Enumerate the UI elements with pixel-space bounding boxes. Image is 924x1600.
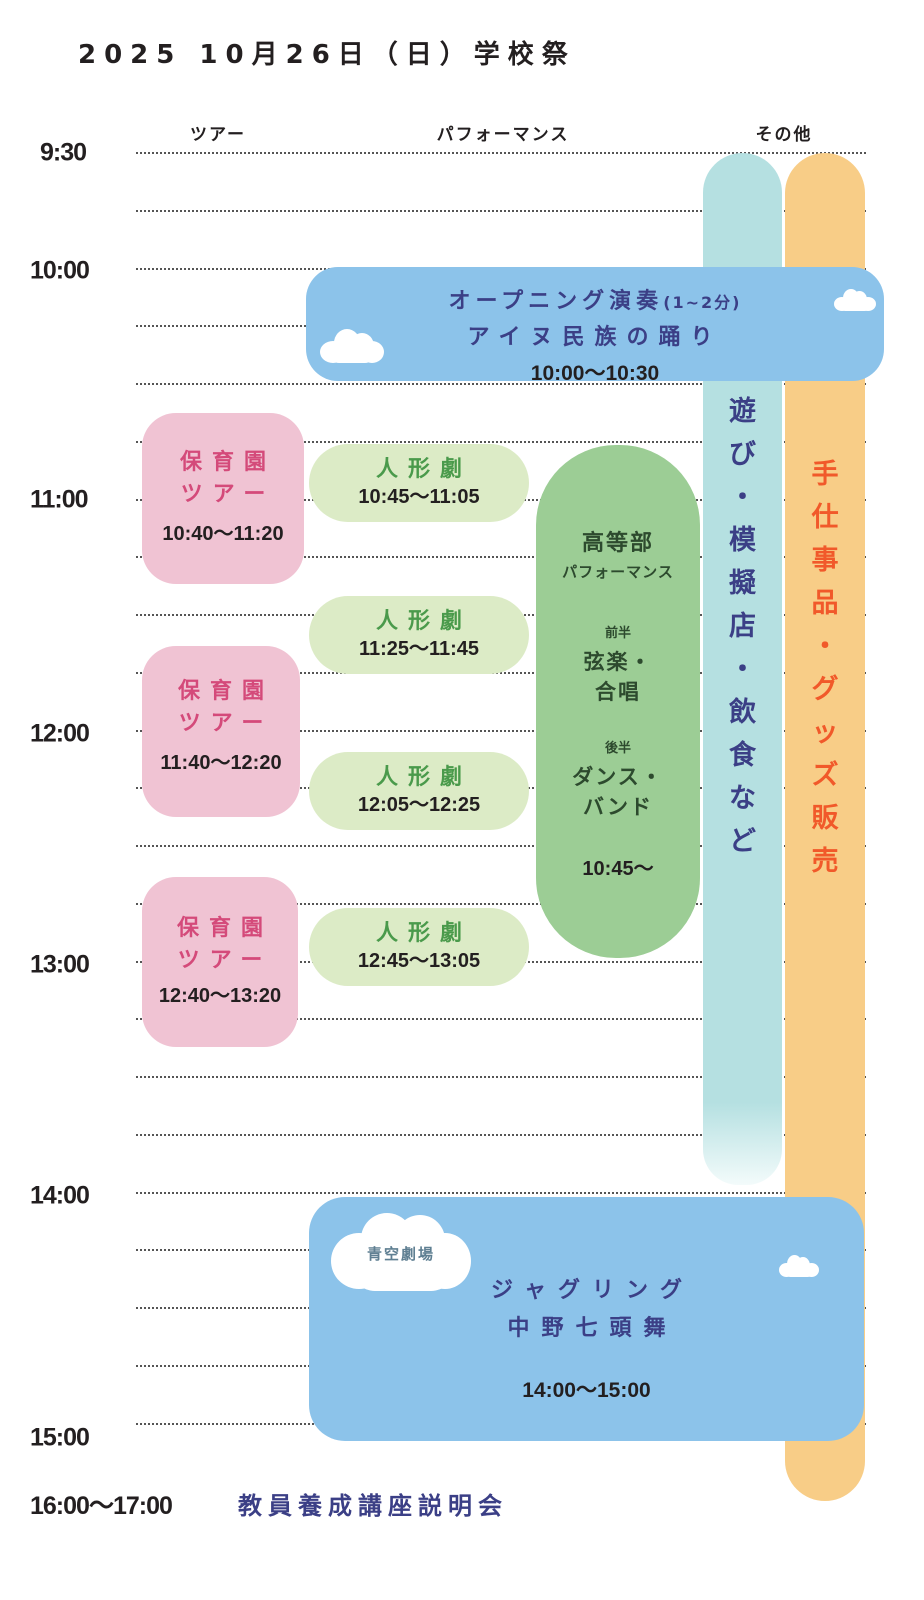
grid-line xyxy=(136,672,866,674)
puppet-show-name: 人形劇 xyxy=(375,457,472,482)
time-label-1100: 11:00 xyxy=(30,485,89,514)
label-char: 事 xyxy=(811,545,839,576)
label-char: 食 xyxy=(729,740,756,771)
first-half-label: 前半 xyxy=(604,626,631,641)
grid-line xyxy=(136,1134,866,1136)
first-half-activity-line1: 弦楽・ xyxy=(583,650,653,674)
opening-performance-block: オープニング演奏(1~2分) アイヌ民族の踊り 10:00〜10:30 xyxy=(306,267,884,385)
label-char: ・ xyxy=(729,654,756,685)
nursery-tour-block: 保育園 ツアー 10:40〜11:20 xyxy=(142,413,304,584)
grid-line xyxy=(136,730,866,732)
crafts-sale-label: 手 仕 事 品 ・ グ ッ ズ 販 売 xyxy=(785,453,865,883)
label-char: ッ xyxy=(811,717,839,748)
tour-name-line2: ツアー xyxy=(178,711,274,736)
venue-cloud: 青空劇場 xyxy=(331,1209,471,1293)
footer-time: 16:00〜17:00 xyxy=(30,1492,173,1520)
column-header-other: その他 xyxy=(755,125,813,145)
puppet-show-block: 人形劇 11:25〜11:45 xyxy=(309,596,529,674)
grid-line xyxy=(136,441,866,443)
grid-line xyxy=(136,383,866,385)
opening-title: オープニング演奏 xyxy=(448,289,664,314)
tour-time: 10:40〜11:20 xyxy=(162,523,284,545)
high-school-time: 10:45〜 xyxy=(582,858,654,880)
puppet-show-name: 人形劇 xyxy=(375,609,472,634)
label-char: 店 xyxy=(729,611,756,642)
label-char: ズ xyxy=(811,760,839,791)
label-char: ・ xyxy=(811,631,839,662)
cloud-icon xyxy=(779,1255,819,1277)
venue-name: 青空劇場 xyxy=(366,1245,435,1263)
label-char: 販 xyxy=(811,803,839,834)
column-header-performance: パフォーマンス xyxy=(436,125,570,145)
tour-name-line2: ツアー xyxy=(177,948,273,973)
nursery-tour-block: 保育園 ツアー 12:40〜13:20 xyxy=(142,877,298,1047)
tour-name-line2: ツアー xyxy=(180,482,276,507)
tour-name-line1: 保育園 xyxy=(179,450,276,475)
label-char: び xyxy=(729,439,756,470)
time-label-1300: 13:00 xyxy=(30,950,90,979)
label-char: 売 xyxy=(811,846,839,877)
time-label-1200: 12:00 xyxy=(30,719,90,748)
play-area-label: 遊 び ・ 模 擬 店 ・ 飲 食 な ど xyxy=(703,390,782,863)
label-char: 擬 xyxy=(729,568,756,599)
cloud-icon xyxy=(834,289,876,311)
label-char: な xyxy=(729,783,756,814)
grid-line xyxy=(136,1076,866,1078)
second-half-activity-line2: バンド xyxy=(582,795,654,819)
opening-note: (1~2分) xyxy=(663,293,742,312)
time-label-1500: 15:00 xyxy=(30,1423,90,1452)
tour-name-line1: 保育園 xyxy=(177,679,274,704)
grid-line xyxy=(136,152,866,154)
puppet-show-block: 人形劇 12:05〜12:25 xyxy=(309,752,529,830)
high-school-performance-block: 高等部 パフォーマンス 前半 弦楽・ 合唱 後半 ダンス・ バンド 10:45〜 xyxy=(536,445,700,958)
label-char: グ xyxy=(811,674,839,705)
tour-time: 11:40〜12:20 xyxy=(160,752,282,774)
opening-time: 10:00〜10:30 xyxy=(530,362,660,385)
time-label-0930: 9:30 xyxy=(40,138,87,167)
grid-line xyxy=(136,845,866,847)
puppet-show-time: 12:05〜12:25 xyxy=(357,794,481,816)
second-half-label: 後半 xyxy=(604,741,631,756)
high-school-title: 高等部 xyxy=(581,531,654,556)
puppet-show-name: 人形劇 xyxy=(375,921,472,946)
puppet-show-block: 人形劇 10:45〜11:05 xyxy=(309,444,529,522)
label-char: 品 xyxy=(811,588,839,619)
grid-line xyxy=(136,1018,866,1020)
high-school-subtitle: パフォーマンス xyxy=(562,563,674,581)
label-char: ど xyxy=(729,826,756,857)
juggling-performance-block: 青空劇場 ジャグリング 中野七頭舞 14:00〜15:00 xyxy=(309,1197,864,1441)
second-half-activity-line1: ダンス・ xyxy=(572,765,664,789)
opening-subtitle: アイヌ民族の踊り xyxy=(467,325,723,350)
grid-line xyxy=(136,903,866,905)
footer-event: 教員養成講座説明会 xyxy=(238,1492,508,1520)
puppet-show-name: 人形劇 xyxy=(375,765,472,790)
label-char: 模 xyxy=(729,525,756,556)
time-label-1400: 14:00 xyxy=(30,1181,90,1210)
label-char: 仕 xyxy=(811,502,839,533)
juggling-title: ジャグリング xyxy=(491,1278,694,1303)
puppet-show-time: 10:45〜11:05 xyxy=(358,486,480,508)
page-title: 2025 10月26日（日）学校祭 xyxy=(78,40,576,70)
grid-line xyxy=(136,1192,866,1194)
puppet-show-time: 11:25〜11:45 xyxy=(358,638,480,660)
time-label-1000: 10:00 xyxy=(30,256,90,285)
label-char: 遊 xyxy=(729,396,756,427)
grid-line xyxy=(136,210,866,212)
column-header-tour: ツアー xyxy=(190,125,246,145)
first-half-activity-line2: 合唱 xyxy=(595,680,641,704)
label-char: 飲 xyxy=(729,697,756,728)
dance-title: 中野七頭舞 xyxy=(507,1316,678,1341)
juggling-time: 14:00〜15:00 xyxy=(522,1379,651,1402)
puppet-show-time: 12:45〜13:05 xyxy=(357,950,481,972)
label-char: ・ xyxy=(729,482,756,513)
tour-time: 12:40〜13:20 xyxy=(158,985,282,1007)
label-char: 手 xyxy=(811,459,839,490)
nursery-tour-block: 保育園 ツアー 11:40〜12:20 xyxy=(142,646,300,817)
tour-name-line1: 保育園 xyxy=(176,916,273,941)
puppet-show-block: 人形劇 12:45〜13:05 xyxy=(309,908,529,986)
cloud-icon xyxy=(320,327,386,363)
grid-line xyxy=(136,556,866,558)
